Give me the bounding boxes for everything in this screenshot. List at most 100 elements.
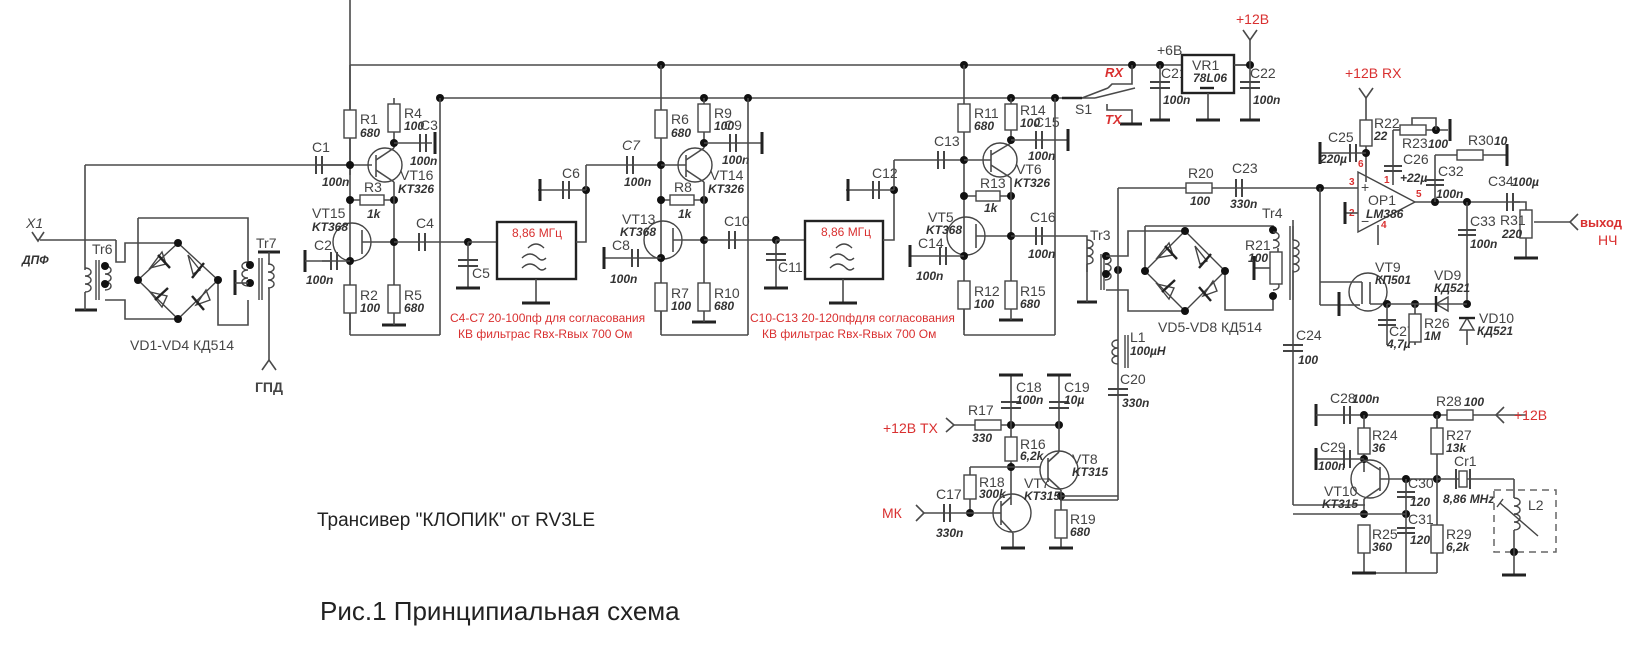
op1-pin5: 5 <box>1416 189 1422 200</box>
op1-part: LM386 <box>1366 207 1404 221</box>
vt9-part: КП501 <box>1375 273 1411 287</box>
c16-label: C16 <box>1030 209 1056 225</box>
vt5-part: KT368 <box>926 223 962 237</box>
op1-pin6: 6 <box>1358 159 1364 170</box>
r8-value: 1k <box>678 207 693 221</box>
r25-label: R25 <box>1372 526 1398 542</box>
r1-label: R1 <box>360 111 378 127</box>
c14-label: C14 <box>918 235 944 251</box>
r15-value: 680 <box>1020 297 1040 311</box>
vt9-label: VT9 <box>1375 259 1401 275</box>
c24-label: C24 <box>1296 327 1322 343</box>
r13-value: 1k <box>984 201 999 215</box>
x1-desc: ДПФ <box>21 253 49 267</box>
c20-value: 330n <box>1122 396 1149 410</box>
r4-label: R4 <box>404 105 422 121</box>
r23-label: R23 <box>1402 135 1428 151</box>
c17-value: 330n <box>936 526 963 540</box>
c12-label: C12 <box>872 165 898 181</box>
c22-value: 100n <box>1253 93 1280 107</box>
op1-ref: OP1 <box>1368 192 1396 208</box>
r5-label: R5 <box>404 287 422 303</box>
c25-value: 220µ <box>1319 152 1347 166</box>
c33-label: C33 <box>1470 213 1496 229</box>
figure-caption: Рис.1 Принципиальная схема <box>320 596 680 626</box>
c16-value: 100n <box>1028 247 1055 261</box>
c33-value: 100n <box>1470 237 1497 251</box>
crystal-filter-2: 8,86 МГц C12 C13 С10-С13 20-120пфдля сог… <box>750 133 964 341</box>
r11-label: R11 <box>974 105 999 121</box>
vt15-label: VT15 <box>312 205 346 221</box>
c30-label: C30 <box>1408 475 1434 491</box>
c1-label: C1 <box>312 139 330 155</box>
r21-label: R21 <box>1245 237 1271 253</box>
c10-label: C10 <box>724 213 750 229</box>
r14-value: 100 <box>1020 116 1040 130</box>
r2-value: 100 <box>360 301 380 315</box>
c18-label: C18 <box>1016 379 1042 395</box>
r18-label: R18 <box>979 474 1005 490</box>
c9-label: C9 <box>724 117 742 133</box>
r2-label: R2 <box>360 287 378 303</box>
r23-value: 100 <box>1428 137 1448 151</box>
c21-label: C21 <box>1161 65 1187 81</box>
c7-label: C7 <box>622 137 641 153</box>
output-label-line1: выход <box>1580 215 1623 230</box>
tr3-label: Tr3 <box>1090 227 1111 243</box>
c31-value: 120 <box>1410 533 1430 547</box>
r3-value: 1k <box>367 207 382 221</box>
filter2-freq: 8,86 МГц <box>821 225 871 239</box>
c21-value: 100n <box>1163 93 1190 107</box>
r27-label: R27 <box>1446 427 1472 443</box>
vr1-ref: VR1 <box>1192 57 1219 73</box>
r25-value: 360 <box>1372 540 1392 554</box>
c3-label: C3 <box>420 117 438 133</box>
r30-label: R30 <box>1468 132 1494 148</box>
r6-value: 680 <box>671 126 691 140</box>
bridge2-label: VD5-VD8 КД514 <box>1158 319 1262 335</box>
r7-label: R7 <box>671 285 689 301</box>
c8-label: C8 <box>612 237 630 253</box>
c28-value: 100n <box>1352 392 1379 406</box>
c8-value: 100n <box>610 272 637 286</box>
r29-value: 6,2k <box>1446 540 1471 554</box>
r11-value: 680 <box>974 119 994 133</box>
r1-value: 680 <box>360 126 380 140</box>
r8-label: R8 <box>674 179 692 195</box>
filter1-freq: 8,86 МГц <box>512 226 562 240</box>
vr1-part: 78L06 <box>1193 71 1227 85</box>
c15-label: C15 <box>1034 114 1060 130</box>
c23-value: 330n <box>1230 197 1257 211</box>
c24-value: 100 <box>1298 353 1318 367</box>
c17-label: C17 <box>936 486 962 502</box>
vt16-part: KT326 <box>398 182 434 196</box>
vt7-part: KT315 <box>1024 489 1060 503</box>
r12-label: R12 <box>974 283 1000 299</box>
filter2-note1: С10-С13 20-120пфдля согласования <box>750 311 955 325</box>
c19-value: 10µ <box>1064 393 1084 407</box>
c3-value: 100n <box>410 154 437 168</box>
cr1-ref: Cr1 <box>1454 453 1477 469</box>
vd9-part: КД521 <box>1434 281 1470 295</box>
r20-value: 100 <box>1190 194 1210 208</box>
c26-value: +22µ <box>1400 171 1427 185</box>
r19-label: R19 <box>1070 511 1096 527</box>
r26-label: R26 <box>1424 315 1450 331</box>
r22-value: 22 <box>1373 129 1388 143</box>
vt13-part: KT368 <box>620 225 656 239</box>
filter2-note2: КВ фильтрас Rвх-Rвых 700 Ом <box>762 327 936 341</box>
vt6-label: VT6 <box>1016 161 1042 177</box>
c11-label: C11 <box>778 259 803 275</box>
c34-label: C34 <box>1488 173 1514 189</box>
r31-label: R31 <box>1500 212 1526 228</box>
tr7-label: Tr7 <box>256 235 277 251</box>
op1-pin3: 3 <box>1349 177 1355 188</box>
c2-value: 100n <box>306 273 333 287</box>
c2-label: C2 <box>314 237 332 253</box>
bridge1-label: VD1-VD4 КД514 <box>130 337 234 353</box>
r9-value: 100 <box>714 119 734 133</box>
